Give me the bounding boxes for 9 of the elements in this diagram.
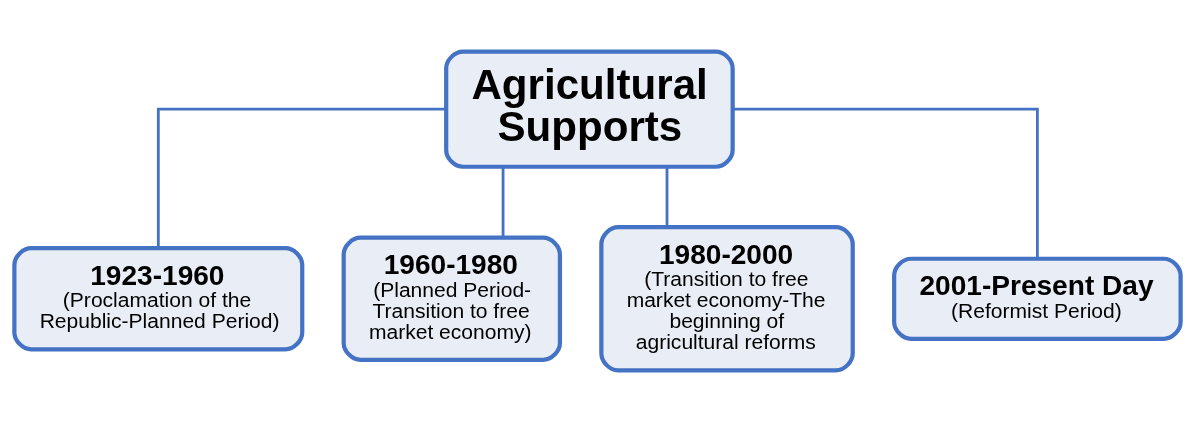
node-box: 2001-Present Day (Reformist Period) [892,256,1183,341]
node-box: 1980-2000 (Transition to free market economy-The beginning of agricultural reforms [599,224,855,372]
connector [733,107,1039,259]
connector [501,166,505,237]
node-box: 1923-1960 (Proclamation of the Republic-Planned Period) [12,245,305,351]
node-box: Agricultural Supports [444,49,735,169]
connector [156,107,446,248]
node-box: 1960-1980 (Planned Period-Transition to free market economy) [341,235,563,362]
connector [665,166,669,226]
